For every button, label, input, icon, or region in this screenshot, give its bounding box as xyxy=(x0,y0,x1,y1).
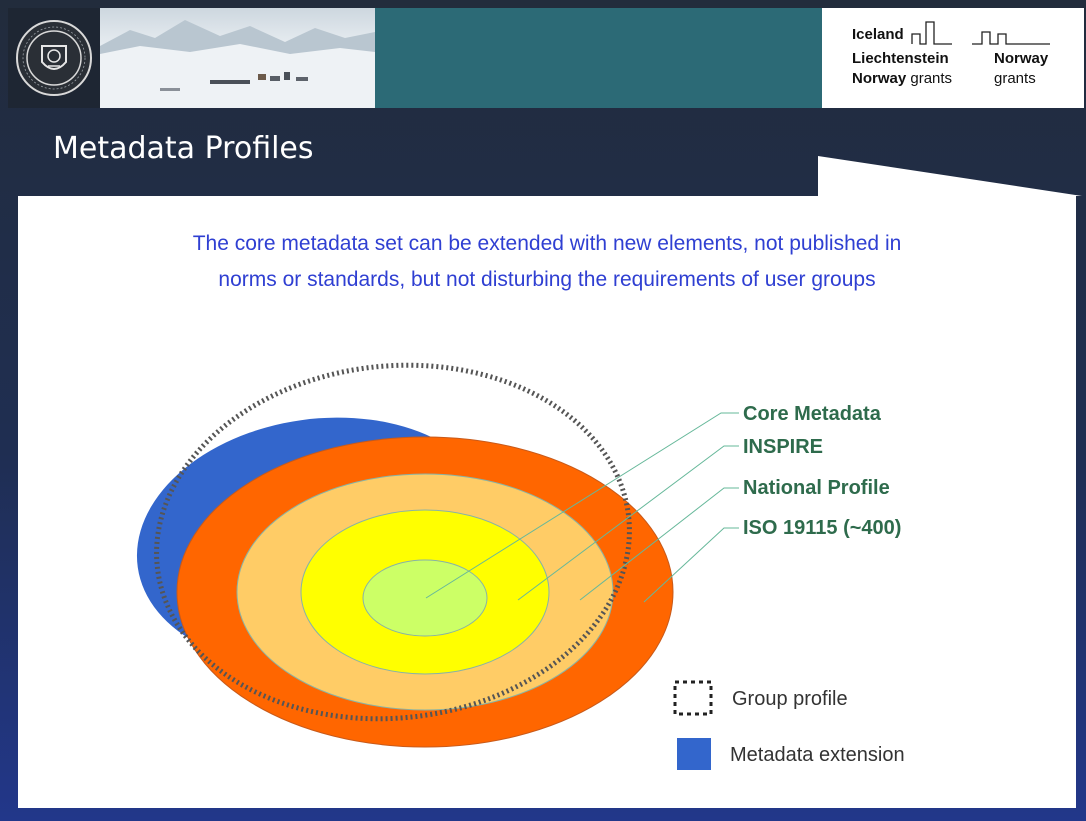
label-iso-19115: ISO 19115 (~400) xyxy=(743,517,901,539)
intro-line-2: norms or standards, but not disturbing t… xyxy=(218,268,876,291)
grants-logo-lines-icon xyxy=(911,21,1050,45)
grants-norway-right: Norway xyxy=(994,50,1049,67)
grants-logo: Iceland Liechtenstein Norway grants Norw… xyxy=(822,8,1084,108)
grants-norway-left: Norway xyxy=(852,70,907,87)
metadata-profile-diagram: Core Metadata INSPIRE National Profile I… xyxy=(136,362,905,770)
grants-left-word: grants xyxy=(910,70,953,87)
grants-liechtenstein: Liechtenstein xyxy=(852,50,949,67)
header-banner: Iceland Liechtenstein Norway grants Norw… xyxy=(8,8,1084,108)
grants-right-word: grants xyxy=(994,70,1036,87)
decorative-wedge xyxy=(818,156,1082,196)
core-metadata-leader-line xyxy=(425,412,739,599)
slide-title: Metadata Profiles xyxy=(53,131,314,166)
legend-extension-label: Metadata extension xyxy=(730,744,905,766)
label-core-metadata: Core Metadata xyxy=(743,403,882,425)
university-seal xyxy=(8,8,100,108)
university-seal-icon xyxy=(16,20,92,96)
header-teal-block xyxy=(375,8,822,108)
inspire-leader-line xyxy=(517,445,739,601)
legend-extension-swatch xyxy=(677,738,711,770)
grants-iceland: Iceland xyxy=(852,26,904,43)
arctic-photo xyxy=(100,8,375,108)
intro-text: The core metadata set can be extended wi… xyxy=(18,226,1076,298)
iso-19115-leader-line xyxy=(643,527,739,603)
label-inspire: INSPIRE xyxy=(743,436,823,458)
label-national-profile: National Profile xyxy=(743,477,890,499)
national-profile-leader-line xyxy=(579,487,739,601)
legend-group-profile-swatch xyxy=(673,680,713,716)
slide-content: The core metadata set can be extended wi… xyxy=(18,196,1076,808)
intro-line-1: The core metadata set can be extended wi… xyxy=(192,232,902,255)
legend-group-profile-label: Group profile xyxy=(732,688,848,710)
